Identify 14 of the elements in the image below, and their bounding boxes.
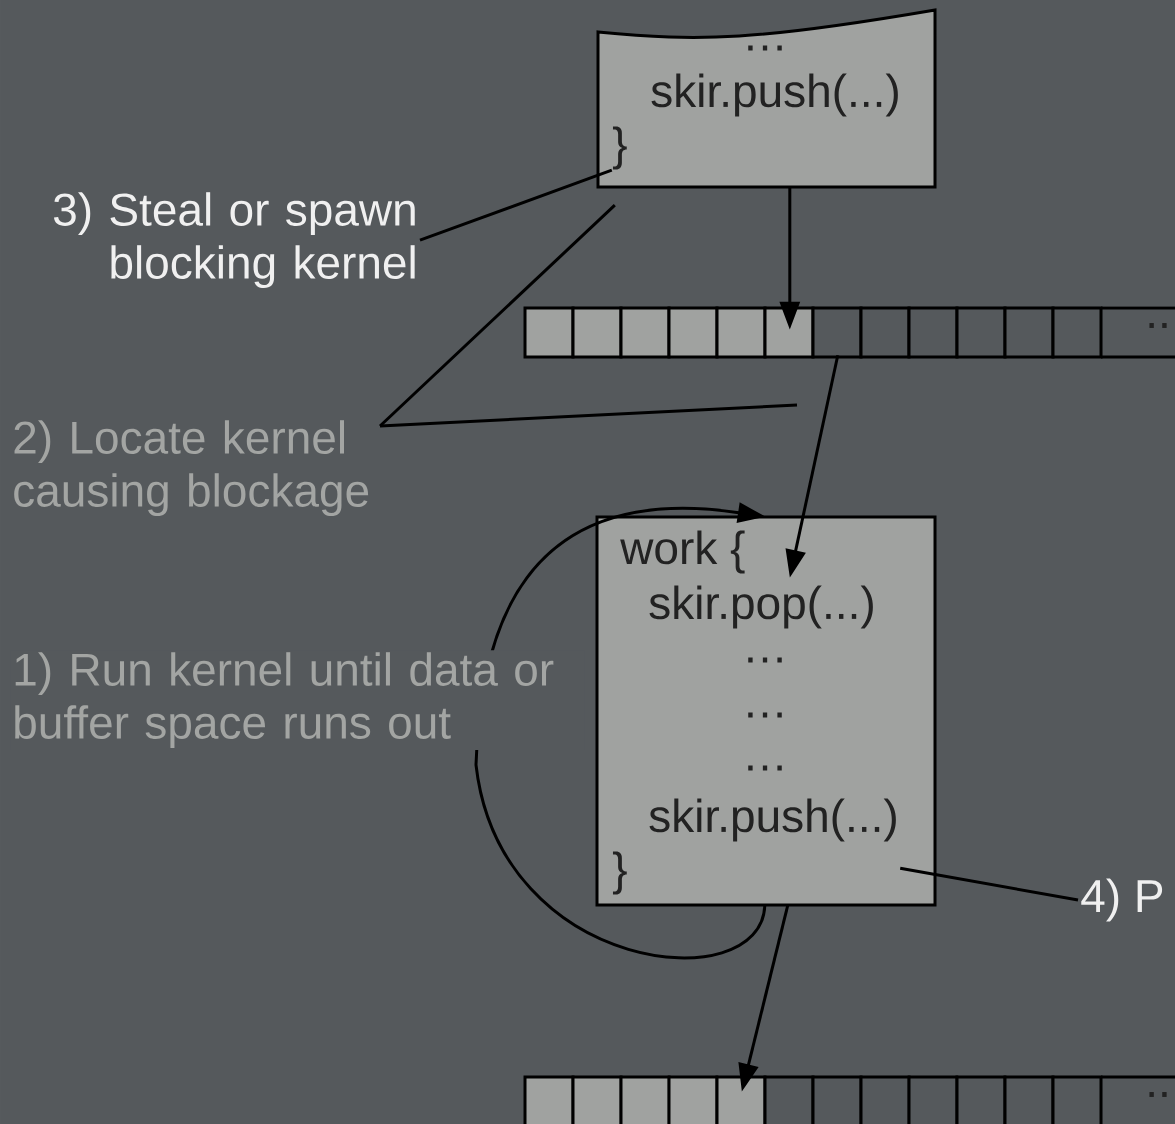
code-box: work { skir.pop(...) … … … skir.push(...) } <box>595 515 937 907</box>
step-label: 3) Steal or spawn blocking kernel <box>53 192 415 289</box>
loop-arrow <box>474 502 767 960</box>
step-label: 2) Locate kernel causing blockage <box>14 420 369 517</box>
step-label: 4) P <box>1081 878 1163 922</box>
buffer-strip: .. <box>523 306 1175 359</box>
leader-line <box>379 204 616 428</box>
node-label: .. <box>1149 323 1167 328</box>
edge-label: 1) Run kernel until data or buffer space runs out <box>10 650 585 751</box>
buffer-strip: .. <box>523 1075 1175 1124</box>
leader-line <box>419 168 613 242</box>
node-label: .. <box>1149 1092 1167 1097</box>
leader-line <box>899 866 1079 902</box>
leader-line <box>379 403 798 428</box>
